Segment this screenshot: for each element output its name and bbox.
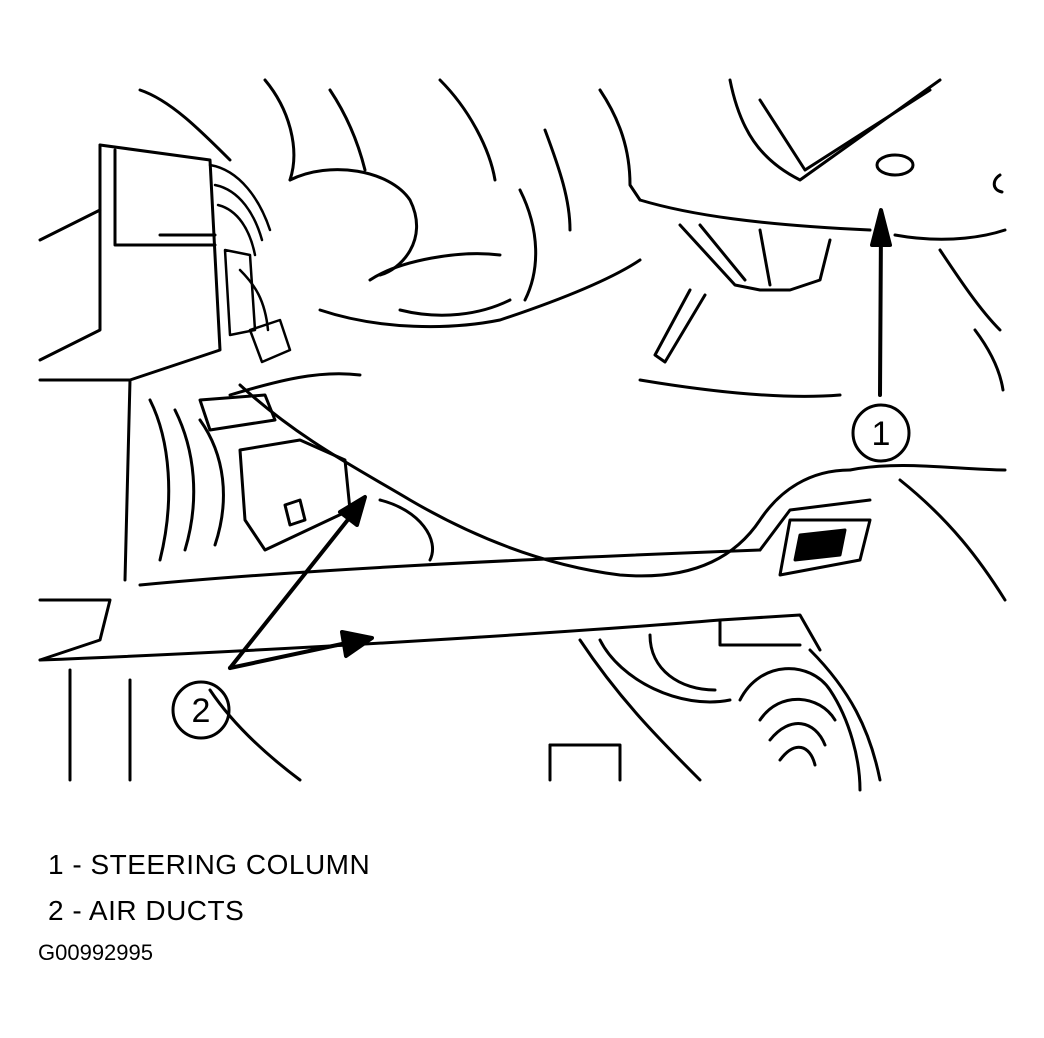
callout-1-circle: [851, 403, 911, 463]
legend: 1 - STEERING COLUMN 2 - AIR DUCTS: [48, 842, 370, 934]
lower-components: [148, 393, 1007, 792]
arrow-2a-head: [338, 495, 367, 527]
legend-item-air-ducts: 2 - AIR DUCTS: [48, 895, 245, 926]
callout-arrows: [228, 208, 892, 670]
arrow-2b-head: [340, 630, 374, 658]
air-duct-shape: [38, 372, 1007, 662]
arrow-1-shaft: [878, 223, 883, 397]
left-dash-panel: [38, 143, 222, 782]
wiring-connectors: [208, 163, 292, 364]
upper-dash-curves: [138, 78, 1007, 392]
steering-column-air-duct-illustration: 1 2: [38, 78, 1007, 792]
callout-1: 1: [851, 403, 911, 463]
steering-column-bracket: [638, 223, 842, 398]
arrow-2a-shaft: [228, 500, 364, 670]
figure-id: G00992995: [38, 940, 153, 965]
arrow-1-head: [870, 208, 892, 247]
callout-2-number: 2: [192, 692, 211, 730]
callout-2: 2: [171, 680, 231, 740]
callout-1-number: 1: [872, 415, 891, 453]
callout-2-circle: [171, 680, 231, 740]
legend-item-steering-column: 1 - STEERING COLUMN: [48, 849, 371, 880]
